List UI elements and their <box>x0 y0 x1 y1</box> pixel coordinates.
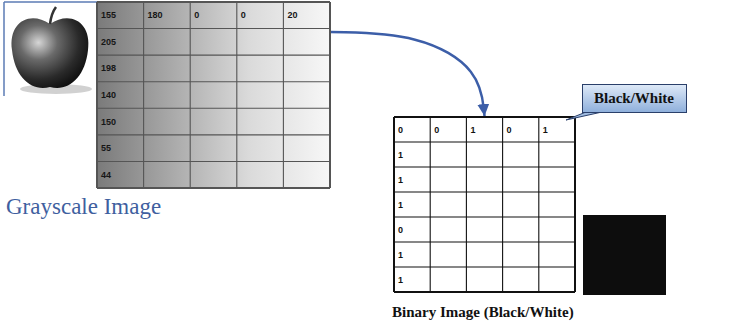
callout-text: Black/White <box>594 90 675 107</box>
binary-value: 0 <box>398 225 403 235</box>
binary-value: 1 <box>398 175 403 185</box>
table-cell: 198 <box>97 55 144 82</box>
grid-line <box>394 266 575 267</box>
photo-frame <box>3 2 5 96</box>
grid-line <box>574 117 576 292</box>
grid-line <box>283 2 284 188</box>
binary-value: 1 <box>398 150 403 160</box>
binary-table: 0 0 1 0 1 1 1 1 0 1 1 <box>394 117 575 292</box>
grid-line <box>430 117 431 292</box>
apple-photo <box>12 18 89 88</box>
table-cell: 1 <box>394 242 430 267</box>
binary-value: 1 <box>398 275 403 285</box>
grid-line <box>97 1 330 3</box>
table-cell: 0 <box>503 117 539 142</box>
pixel-value: 180 <box>148 10 163 20</box>
grid-line <box>97 81 330 82</box>
table-cell: 1 <box>466 117 502 142</box>
table-cell: 0 <box>237 2 284 29</box>
table-cell: 0 <box>394 117 430 142</box>
grid-lines <box>394 117 575 292</box>
image-caption: Binary Image (Black/White) <box>392 304 574 321</box>
grid-line <box>236 2 237 188</box>
black-square <box>583 215 666 295</box>
grid-line <box>394 241 575 242</box>
table-cell: 1 <box>394 192 430 217</box>
table-cell: 1 <box>394 142 430 167</box>
table-cell: 155 <box>97 2 144 29</box>
grid-lines <box>97 2 330 188</box>
pixel-table: 155 180 0 0 20 205 198 140 150 55 44 <box>97 2 330 188</box>
pixel-value: 205 <box>101 37 116 47</box>
table-cell: 44 <box>97 161 144 188</box>
table-cell: 0 <box>190 2 237 29</box>
callout-body <box>583 85 687 113</box>
grid-line <box>143 2 144 188</box>
grid-line <box>97 55 330 56</box>
pixel-value: 150 <box>101 117 116 127</box>
grid-line <box>394 191 575 192</box>
grid-line <box>97 108 330 109</box>
pixel-value: 155 <box>101 10 116 20</box>
table-cell: 20 <box>283 2 330 29</box>
grid-line <box>97 28 330 29</box>
grid-line <box>394 116 575 118</box>
binary-value: 1 <box>470 125 475 135</box>
binary-value: 0 <box>398 125 403 135</box>
grid-line <box>394 141 575 142</box>
grid-line <box>97 134 330 135</box>
grid-line <box>394 291 575 293</box>
callout-box: Black/White <box>582 84 687 113</box>
pixel-value: 44 <box>101 170 111 180</box>
pixel-value: 198 <box>101 63 116 73</box>
caption-holder: Grayscale Image <box>6 194 161 220</box>
table-cell: 150 <box>97 108 144 135</box>
grid-line <box>538 117 539 292</box>
table-cell: 140 <box>97 82 144 109</box>
photo-frame <box>4 1 97 3</box>
pixel-value: 0 <box>194 10 199 20</box>
table-cell: 1 <box>394 267 430 292</box>
grid-line <box>466 117 467 292</box>
grid-line <box>190 2 191 188</box>
table-cell: 205 <box>97 29 144 56</box>
image-caption: Grayscale Image <box>6 194 161 220</box>
table-cell: 1 <box>394 167 430 192</box>
binary-value: 0 <box>434 125 439 135</box>
pixel-value: 140 <box>101 90 116 100</box>
grid-line <box>97 187 330 189</box>
pixel-value: 0 <box>241 10 246 20</box>
callout-tail <box>566 112 602 120</box>
conversion-arrow <box>330 32 485 116</box>
binary-value: 1 <box>543 125 548 135</box>
grid-line <box>502 117 503 292</box>
table-cell: 55 <box>97 135 144 162</box>
pixel-value: 20 <box>287 10 297 20</box>
binary-value: 1 <box>398 250 403 260</box>
table-cell: 1 <box>539 117 575 142</box>
grid-line <box>394 216 575 217</box>
caption-holder: Binary Image (Black/White) <box>392 304 574 321</box>
table-cell: 0 <box>394 217 430 242</box>
apple-stem <box>50 7 56 24</box>
pixel-value: 55 <box>101 143 111 153</box>
grid-line <box>393 117 395 292</box>
grid-line <box>97 161 330 162</box>
grid-line <box>329 2 331 188</box>
grid-line <box>394 166 575 167</box>
binary-value: 1 <box>398 200 403 210</box>
table-cell: 180 <box>144 2 191 29</box>
grid-line <box>96 2 98 188</box>
binary-value: 0 <box>507 125 512 135</box>
table-cell: 0 <box>430 117 466 142</box>
